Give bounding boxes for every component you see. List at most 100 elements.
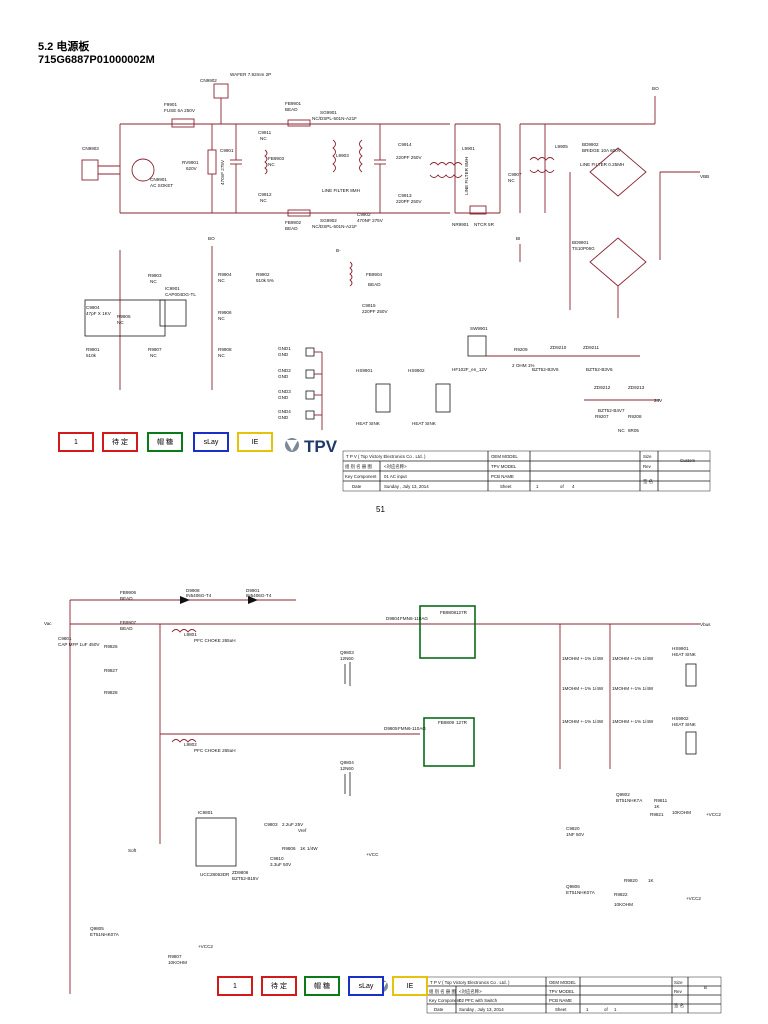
net-vbb: VBB [700,174,709,179]
hs2-ref: HS9902 [408,368,425,373]
r9807-value: 10KOHM [168,960,187,965]
r9822-ref: R9822 [614,892,628,897]
section-title: 5.2 电源板 [38,41,90,53]
ic9801-ref: IC9801 [198,810,213,815]
tb1-sheet-val: 1 [536,484,539,489]
r9905-value: NC [117,320,124,325]
l9905-value: LINE FILTER 0.25MH [580,162,624,167]
bd9901-value: TS10P06G [572,246,595,251]
highlight-box-1 [419,605,476,659]
legend-key-2: 待 定 [102,432,138,452]
legend2-key-3: 帽 糖 [304,976,340,996]
r9806-value: 1K 1/4W [300,846,318,851]
q9806-value: ET51NHK07A [566,890,596,895]
tb2-sign: 签 名 [674,1002,684,1009]
cn9902-ref: CN9902 [200,78,217,83]
divider-res-b: 1MOHM +-1% 1/4W [612,656,654,661]
r9826-ref: R9826 [104,644,118,649]
fb9809-label: FB9809 [438,720,455,725]
cn9903-ref: CN9903 [82,146,99,151]
hs9901-s2-ref: HS9901 [672,646,689,651]
tb1-sheet: Sheet [500,484,512,489]
fb9904-value: BEAD [368,282,381,287]
l9901-ref: L9901 [462,146,475,151]
heatsink-hs9902-s2: HS9902 HEAT SINK [672,716,697,755]
c9810-ref: C9810 [270,856,284,861]
hs2-value: HEAT SINK [412,421,437,426]
c9901-value: 470nF 275V [220,159,225,185]
bd9902-ref: BD9902 [582,142,599,147]
net-vbus: Vbus [700,622,711,627]
title-block-1: T P V ( Top Victory Electronics Co . Ltd… [342,450,711,492]
c9907-ref: C9907 [508,172,522,177]
legend-key-5: IE [237,432,273,452]
c9902-value: 470NF 275V [357,218,384,223]
r9908-ref: R9908 [218,347,232,352]
q9803-value: 12N60 [340,656,354,661]
q9803-ref: Q9803 [340,650,354,655]
sw9901-ref: SW9901 [470,326,488,331]
bd9901-ref: BD9901 [572,240,589,245]
heatsink-hs9902-s1: HS9902 HEAT SINK [408,368,451,426]
fb9904-ref: FB9904 [366,272,383,277]
r9907-value: NC [150,353,157,358]
fuse-ref: F9901 [164,102,177,107]
tb2-row1-val: <对应名称> [459,988,482,995]
d9901-value: IN5406G-T4 [246,593,272,598]
cn9902-value: WAFER 7.92mm 2P [230,72,271,77]
tb1-size-val: Custom [680,458,695,463]
tb2-row3: Date [434,1007,444,1012]
ic9901-value: CAP004DG-TL [165,292,196,297]
d9908-value: IN5406G-T4 [186,593,212,598]
zd9212-ref: ZD9212 [594,385,611,390]
bd9902-value: BRIDGE 10A 600V [582,148,622,153]
l9905-ref: L9905 [555,144,568,149]
gnd3-sub: GND [278,395,289,400]
r9821-ref: R9821 [650,812,664,817]
r9820-value: 1K [648,878,655,883]
d9901-ref: D9901 [246,588,260,593]
d9908-ref: D9908 [186,588,200,593]
ntc-value: NTCR 5R [474,222,495,227]
hs9902-s2-value: HEAT SINK [672,722,697,727]
tb1-tpv: TPV MODEL [491,464,517,469]
rv9901-value: 620V [186,166,198,171]
net-bo-1: BO [652,86,659,91]
highlight-box-2 [423,717,475,767]
legend-key-4: sLay [193,432,229,452]
r9908-value: NC [218,353,225,358]
r9811-value: 1K [654,804,661,809]
net-bi: BI [516,236,520,241]
r9807-ref: R9807 [168,954,182,959]
hs9902-s2-ref: HS9902 [672,716,689,721]
c9915-ref: C9915 [362,303,376,308]
q9802-value: BT51NHK7A [616,798,643,803]
heatsink-hs9901-s1: HS9901 HEAT SINK [356,368,391,426]
legend-key-3: 帽 糖 [147,432,183,452]
tb2-tpv: TPV MODEL [549,989,575,994]
sg9902-value: NC/DSPL-501N-A21F [312,224,357,229]
legend2-key-4: sLay [348,976,384,996]
q9804-value: 12N60 [340,766,354,771]
fb9907-value: BEAD [120,626,133,631]
tb1-row1-val: <对应名称> [384,463,407,470]
fb9808-value: 127R [456,610,468,615]
c9907-value: NC [508,178,515,183]
divider-res-f: 1MOHM +-1% 1/4W [612,719,654,724]
q9805-value: ET51NHK07A [90,932,120,937]
sg9901-ref: SG9901 [320,110,337,115]
r9827-ref: R9827 [104,668,118,673]
c9915-value: 220PF 250V [362,309,388,314]
r9906-ref: R9906 [218,310,232,315]
divider-res-e: 1MOHM +-1% 1/4W [562,719,604,724]
mosfet-q9804: Q9804 12N60 [340,760,354,796]
hs1-ref: HS9901 [356,368,373,373]
c9904-ref: C9904 [86,305,100,310]
tb1-row3-val: Sunday , July 13, 2014 [384,484,429,489]
c9904-value: 47pF X 1KV [86,311,112,316]
fb9902-ref: FB9902 [285,220,302,225]
c9810-value: 3.3uF 50V [270,862,292,867]
r9209-value: 2 OHM 1% [512,363,534,368]
net-vac: Vac [44,621,52,626]
ac-socket: CN9903 CN9901 AC SOKET [81,146,173,188]
